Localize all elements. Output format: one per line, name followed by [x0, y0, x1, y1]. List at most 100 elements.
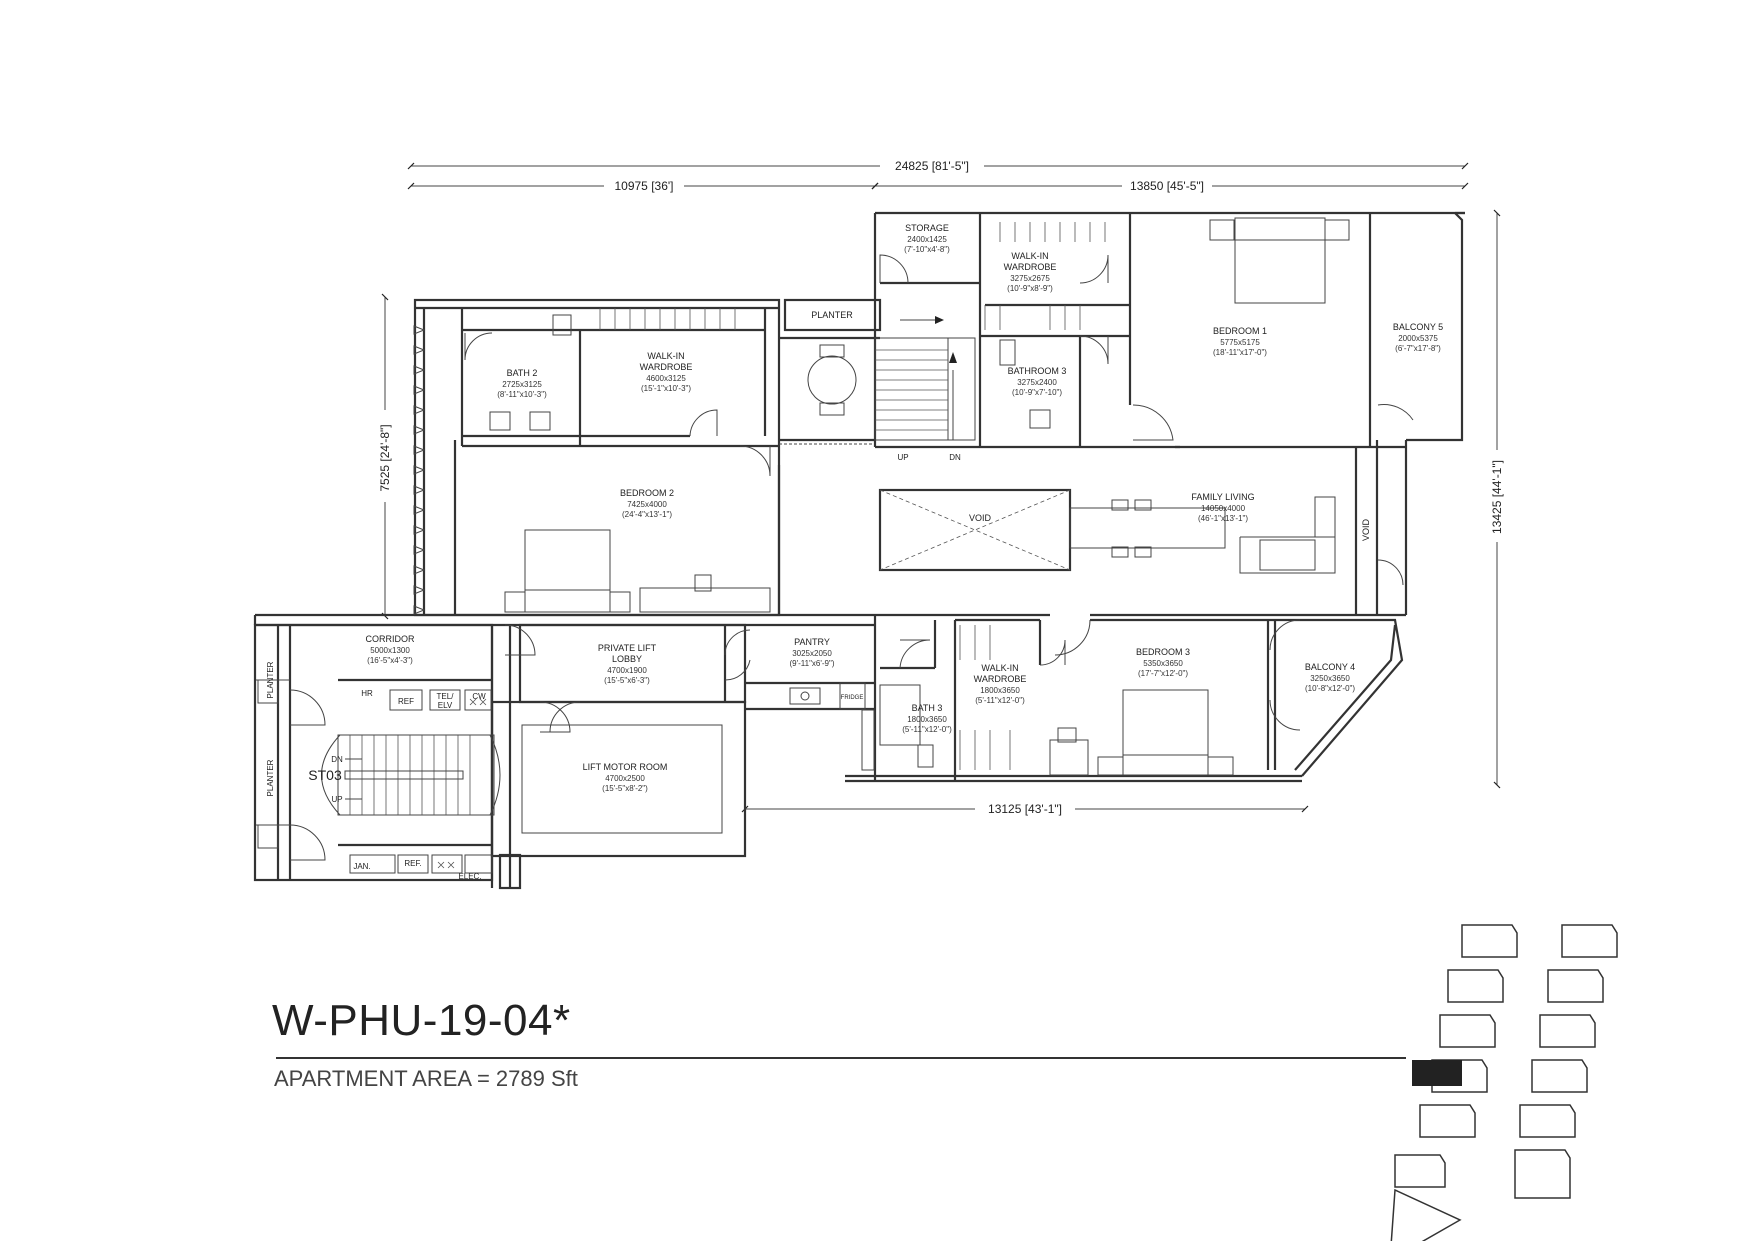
storage-imperial: (7'-10"x4'-8"): [904, 245, 950, 254]
bath3-imperial: (5'-11"x12'-0"): [902, 725, 952, 734]
planter-core-lower: PLANTER: [266, 759, 275, 796]
bath3-size: 1800x3650: [907, 715, 947, 724]
balcony4-size: 3250x3650: [1310, 674, 1350, 683]
facade-fin-lines: [413, 325, 426, 615]
furniture: [489, 217, 1350, 776]
wic2-size: 4600x3125: [646, 374, 686, 383]
bath2-name: BATH 2: [507, 368, 538, 378]
facade-fin: [413, 385, 426, 395]
bedroom3-size: 5350x3650: [1143, 659, 1183, 668]
lift-motor-name: LIFT MOTOR ROOM: [583, 762, 668, 772]
family-living-size: 14050x4000: [1201, 504, 1246, 513]
bedroom1-size: 5775x5175: [1220, 338, 1260, 347]
elv-label: ELV: [438, 701, 453, 710]
facade-fin: [413, 465, 426, 475]
wic2-imperial: (15'-1"x10'-3"): [641, 384, 691, 393]
bathroom3-size: 3275x2400: [1017, 378, 1057, 387]
refuse-label: REF: [398, 697, 414, 706]
bath2-imperial: (8'-11"x10'-3"): [497, 390, 547, 399]
lift-lobby-size: 4700x1900: [607, 666, 647, 675]
family-living-name: FAMILY LIVING: [1191, 492, 1254, 502]
left-width-dimension: 10975 [36']: [614, 179, 673, 193]
key-plan: [1390, 924, 1618, 1241]
wic2-name2: WARDROBE: [640, 362, 693, 372]
corridor-size: 5000x1300: [370, 646, 410, 655]
facade-fin: [413, 485, 426, 495]
electrical-label: ELEC.: [458, 872, 481, 881]
walls: [253, 211, 1465, 890]
refuse-label-lower: REF.: [404, 859, 421, 868]
bathroom3-name: BATHROOM 3: [1008, 366, 1067, 376]
storage-size: 2400x1425: [907, 235, 947, 244]
fridge-label: FRIDGE: [841, 695, 864, 701]
hose-reel-label: HR: [361, 689, 373, 698]
lift-lobby-name2: LOBBY: [612, 654, 642, 664]
facade-fin: [413, 345, 426, 355]
lift-motor-size: 4700x2500: [605, 774, 645, 783]
stair-id-label: ST03: [308, 767, 342, 783]
lift-motor-imperial: (15'-5"x8'-2"): [602, 784, 648, 793]
wic-master-name1: WALK-IN: [1011, 251, 1048, 261]
utility-cabinets: [349, 689, 493, 874]
wic3-name2: WARDROBE: [974, 674, 1027, 684]
lift-lobby-imperial: (15'-5"x6'-3"): [604, 676, 650, 685]
pantry-imperial: (9'-11"x6'-9"): [789, 659, 834, 668]
bedroom1-name: BEDROOM 1: [1213, 326, 1267, 336]
bedroom1-imperial: (18'-11"x17'-0"): [1213, 348, 1267, 357]
core-down-label: DN: [331, 755, 343, 764]
bath2-size: 2725x3125: [502, 380, 542, 389]
core-staircase: [321, 734, 501, 816]
unit-title: W-PHU-19-04*: [272, 996, 571, 1045]
facade-fin: [413, 545, 426, 555]
key-plan-tower-b: [1514, 924, 1618, 1199]
title-divider: [276, 1057, 1406, 1059]
internal-staircase: [874, 316, 976, 441]
right-height-dimension: 13425 [44'-1"]: [1490, 460, 1504, 534]
balcony5-name: BALCONY 5: [1393, 322, 1443, 332]
facade-fin: [413, 585, 426, 595]
bottom-width-dimension: 13125 [43'-1"]: [988, 802, 1062, 816]
wic3-name1: WALK-IN: [981, 663, 1018, 673]
janitor-label: JAN.: [353, 862, 370, 871]
wic-master-size: 3275x2675: [1010, 274, 1050, 283]
wic-master-name2: WARDROBE: [1004, 262, 1057, 272]
overall-width-dimension: 24825 [81'-5"]: [895, 159, 969, 173]
void-center-label: VOID: [969, 513, 992, 523]
facade-fin: [413, 445, 426, 455]
stair-up-label: UP: [897, 453, 908, 462]
left-height-dimension: 7525 [24'-8"]: [378, 424, 392, 491]
bedroom3-name: BEDROOM 3: [1136, 647, 1190, 657]
facade-fin: [413, 425, 426, 435]
bathroom3-imperial: (10'-9"x7'-10"): [1012, 388, 1062, 397]
facade-fin: [413, 565, 426, 575]
planter-top-label: PLANTER: [811, 310, 853, 320]
lift-lobby-name1: PRIVATE LIFT: [598, 643, 657, 653]
void-side-label: VOID: [1361, 519, 1371, 542]
wic3-size: 1800x3650: [980, 686, 1020, 695]
pantry-size: 3025x2050: [792, 649, 832, 658]
cw-label: CW: [472, 692, 486, 701]
doors: [289, 254, 1414, 861]
facade-fin: [413, 325, 426, 335]
family-living-imperial: (46'-1"x13'-1"): [1198, 514, 1248, 523]
tel-label: TEL/: [437, 692, 455, 701]
right-width-dimension: 13850 [45'-5"]: [1130, 179, 1204, 193]
bedroom2-name: BEDROOM 2: [620, 488, 674, 498]
stair-down-label: DN: [949, 453, 961, 462]
pantry-name: PANTRY: [794, 637, 830, 647]
bedroom2-size: 7425x4000: [627, 500, 667, 509]
facade-fin: [413, 505, 426, 515]
balcony5-size: 2000x5375: [1398, 334, 1438, 343]
storage-name: STORAGE: [905, 223, 949, 233]
balcony4-imperial: (10'-8"x12'-0"): [1305, 684, 1355, 693]
wic2-name1: WALK-IN: [647, 351, 684, 361]
bedroom3-imperial: (17'-7"x12'-0"): [1138, 669, 1188, 678]
key-plan-highlight-unit: [1412, 1060, 1462, 1086]
apartment-area: APARTMENT AREA = 2789 Sft: [274, 1066, 578, 1091]
facade-fin: [413, 525, 426, 535]
corridor-imperial: (16'-5"x4'-3"): [367, 656, 413, 665]
balcony5-imperial: (6'-7"x17'-8"): [1395, 344, 1441, 353]
wic3-imperial: (5'-11"x12'-0"): [975, 696, 1025, 705]
wic-master-imperial: (10'-9"x8'-9"): [1007, 284, 1053, 293]
